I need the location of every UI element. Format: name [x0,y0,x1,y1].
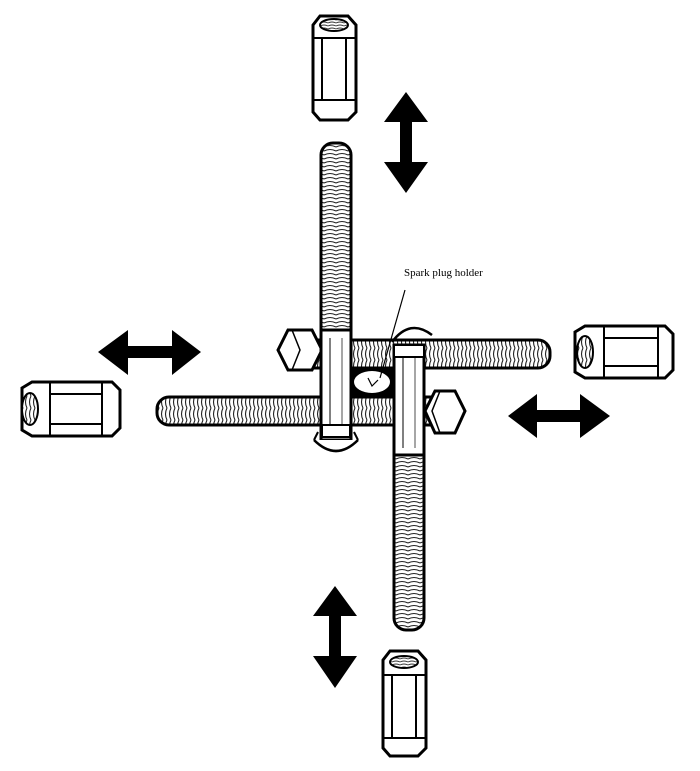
bolt-head-left-top [276,328,324,372]
rod-vertical-left [313,141,359,453]
arrow-left-right-left [98,330,201,375]
coupler-bottom [381,649,428,758]
arrow-up-down-top [384,92,428,193]
coupler-top [311,14,358,122]
coupler-right [573,324,675,380]
arrow-up-down-bottom [313,586,357,688]
spark-plug-holder-label: Spark plug holder [404,267,483,279]
leader-line [379,289,406,379]
arrow-left-right-right [508,394,610,438]
rod-vertical-right [391,326,433,632]
coupler-left [20,380,122,438]
bolt-head-right-bottom [423,389,467,435]
